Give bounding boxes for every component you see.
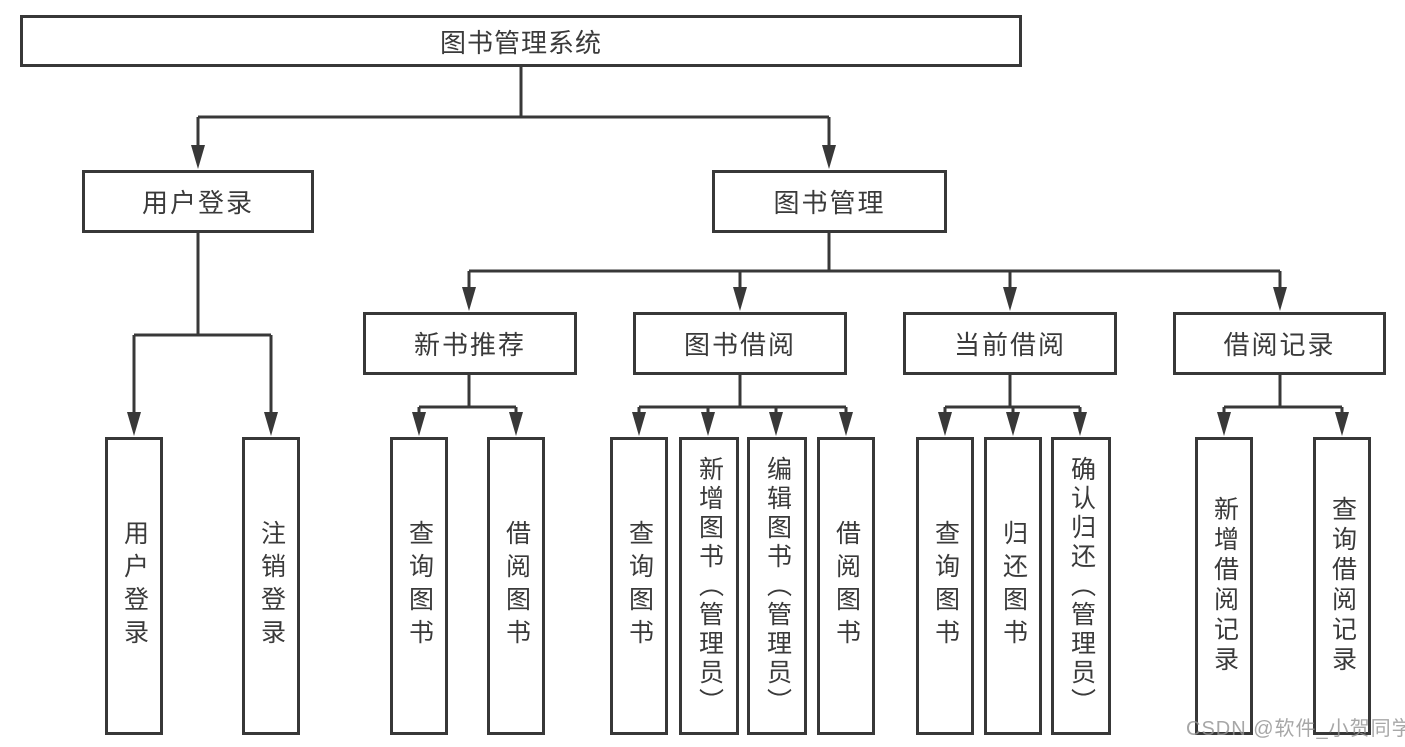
node-label: 查询图书 — [931, 520, 960, 652]
node-user-login: 用户登录 — [82, 170, 314, 233]
node-label: 新书推荐 — [413, 330, 526, 360]
node-label: 新增借阅记录 — [1210, 496, 1239, 676]
node-label: 归还图书 — [999, 520, 1028, 652]
csdn-watermark: CSDN @软件_小贺同学 — [1186, 718, 1405, 740]
node-label: 借阅图书 — [502, 520, 531, 652]
node-label: 图书借阅 — [683, 330, 796, 360]
leaf-user-login: 用户登录 — [105, 437, 163, 735]
leaf-borrow-books-recommend: 借阅图书 — [487, 437, 545, 735]
node-label: 查询图书 — [625, 520, 654, 652]
node-book-management: 图书管理 — [712, 170, 947, 233]
leaf-confirm-return-admin: 确认归还（管理员） — [1051, 437, 1111, 735]
node-label: 借阅记录 — [1223, 330, 1336, 360]
node-label: 图书管理系统 — [439, 27, 602, 58]
leaf-query-books-current: 查询图书 — [916, 437, 974, 735]
node-label: 注销登录 — [257, 520, 286, 652]
leaf-add-borrow-record: 新增借阅记录 — [1195, 437, 1253, 735]
node-root-library-management-system: 图书管理系统 — [20, 15, 1022, 67]
leaf-query-borrow-record: 查询借阅记录 — [1313, 437, 1371, 735]
leaf-borrow-books: 借阅图书 — [817, 437, 875, 735]
node-label: 当前借阅 — [953, 330, 1066, 360]
leaf-edit-book-admin: 编辑图书（管理员） — [747, 437, 807, 735]
node-label: 借阅图书 — [832, 520, 861, 652]
leaf-add-book-admin: 新增图书（管理员） — [679, 437, 739, 735]
node-new-book-recommend: 新书推荐 — [363, 312, 577, 375]
node-label: 图书管理 — [773, 188, 886, 218]
node-label: 查询图书 — [405, 520, 434, 652]
leaf-query-books-borrowing: 查询图书 — [610, 437, 668, 735]
leaf-logout: 注销登录 — [242, 437, 300, 735]
node-label: 用户登录 — [141, 188, 254, 218]
node-label: 用户登录 — [120, 520, 149, 652]
node-borrowing-records: 借阅记录 — [1173, 312, 1386, 375]
node-book-borrowing: 图书借阅 — [633, 312, 847, 375]
leaf-query-books-recommend: 查询图书 — [390, 437, 448, 735]
leaf-return-book: 归还图书 — [984, 437, 1042, 735]
node-label: 新增图书（管理员） — [695, 455, 724, 717]
node-label: 查询借阅记录 — [1328, 496, 1357, 676]
node-label: 编辑图书（管理员） — [763, 455, 792, 717]
node-current-borrowing: 当前借阅 — [903, 312, 1117, 375]
node-label: 确认归还（管理员） — [1067, 455, 1096, 717]
